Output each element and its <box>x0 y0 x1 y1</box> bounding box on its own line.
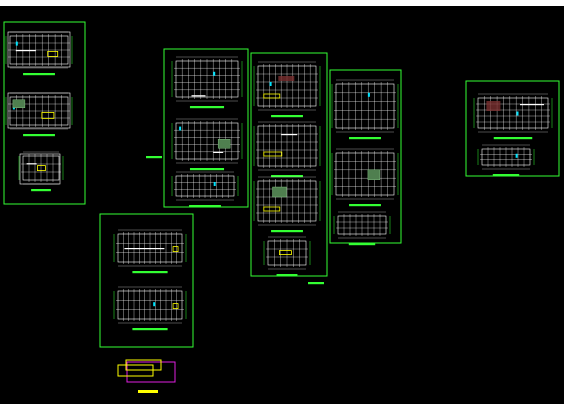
yellow-detail <box>172 303 179 310</box>
sheet-frame <box>99 213 194 348</box>
plan-title-bar <box>492 174 520 177</box>
floor-plan[interactable] <box>253 61 321 118</box>
cyan-marker <box>213 182 216 186</box>
key-label-bar <box>138 390 158 393</box>
cyan-marker <box>269 82 272 86</box>
plan-title-bar <box>23 73 55 76</box>
hatched-core <box>367 169 381 181</box>
floor-plan[interactable] <box>253 121 321 178</box>
cyan-marker <box>213 71 216 76</box>
floor-plan[interactable] <box>18 151 64 192</box>
red-zone <box>278 76 295 81</box>
key-block[interactable] <box>117 359 176 393</box>
yellow-detail <box>263 151 283 157</box>
title-dash <box>146 156 162 159</box>
plan-title-bar <box>493 137 533 140</box>
cyan-marker <box>179 126 182 131</box>
floor-plan[interactable] <box>473 93 553 140</box>
yellow-detail <box>41 112 55 119</box>
yellow-detail <box>37 165 46 172</box>
plan-title-bar <box>23 134 55 137</box>
cad-drawing-canvas[interactable] <box>0 6 564 404</box>
cyan-marker <box>516 111 519 116</box>
floor-plan[interactable] <box>5 92 73 137</box>
floor-plan[interactable] <box>171 56 243 109</box>
title-dash <box>308 282 324 285</box>
plan-title-bar <box>31 189 51 192</box>
hatched-core <box>12 99 26 109</box>
hatched-core <box>217 138 231 149</box>
floor-plan[interactable] <box>331 148 399 207</box>
plan-title-bar <box>349 137 381 140</box>
cyan-marker <box>15 41 18 46</box>
cyan-marker <box>515 153 518 158</box>
key-magenta-rect <box>126 361 176 383</box>
yellow-detail <box>263 206 281 212</box>
floor-plan[interactable] <box>333 211 391 246</box>
red-zone <box>486 101 501 111</box>
floor-plan[interactable] <box>263 236 311 277</box>
floor-plan[interactable] <box>113 286 187 331</box>
yellow-detail <box>263 93 281 99</box>
note-line <box>15 50 36 52</box>
floor-plan[interactable] <box>477 144 535 177</box>
sheet-6[interactable] <box>99 213 194 348</box>
plan-title-bar <box>271 230 303 233</box>
plan-title-bar <box>349 204 381 207</box>
plan-title-bar <box>132 271 168 274</box>
plans-layer <box>5 31 553 331</box>
cyan-marker <box>367 92 370 97</box>
plan-title-bar <box>271 115 303 118</box>
plan-outline <box>335 83 395 129</box>
plan-title-bar <box>189 168 225 171</box>
sheet-frame <box>3 21 86 205</box>
floor-plan[interactable] <box>5 31 73 76</box>
hatched-core <box>272 186 287 198</box>
note-line <box>124 248 165 250</box>
top-menu-strip <box>0 0 564 6</box>
plan-title-bar <box>271 175 303 178</box>
floor-plan[interactable] <box>253 176 321 233</box>
plan-outline <box>335 152 395 196</box>
note-line <box>281 134 298 136</box>
floor-plan[interactable] <box>171 118 243 171</box>
cyan-marker <box>153 302 156 307</box>
plan-title-bar <box>189 106 225 109</box>
note-line <box>191 95 206 97</box>
key-yellow-rect-2 <box>125 359 162 371</box>
floor-plan[interactable] <box>113 229 187 274</box>
floor-plan[interactable] <box>331 79 399 140</box>
note-line <box>26 163 37 165</box>
plan-outline <box>477 97 549 129</box>
note-line <box>213 151 224 153</box>
note-line <box>520 104 544 106</box>
plan-title-bar <box>132 328 168 331</box>
plan-title-bar <box>189 205 221 208</box>
plan-title-bar <box>276 274 298 277</box>
plan-title-bar <box>348 243 376 246</box>
floor-plan[interactable] <box>171 171 239 208</box>
yellow-detail <box>278 250 292 256</box>
yellow-detail <box>47 51 59 57</box>
yellow-detail <box>172 246 179 253</box>
